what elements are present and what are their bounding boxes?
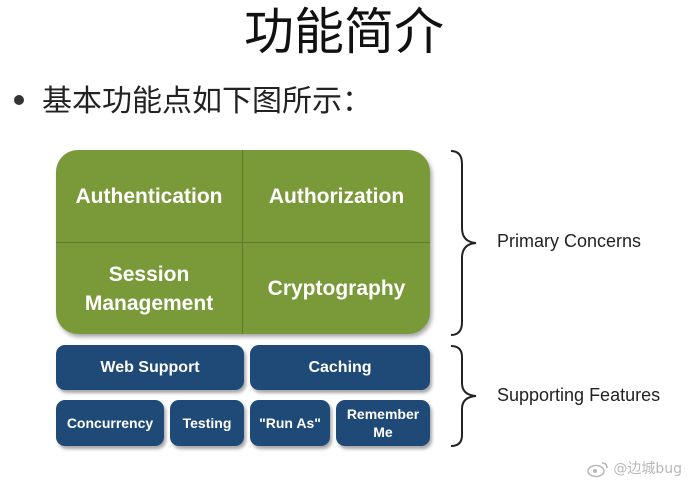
primary-horizontal-divider	[56, 242, 430, 243]
weibo-icon	[587, 462, 609, 478]
authorization-box: Authorization	[268, 184, 405, 208]
bullet-item: 基本功能点如下图所示：	[14, 80, 372, 124]
slide-title: 功能简介	[244, 3, 444, 61]
watermark-text: @边城bug	[613, 461, 682, 477]
supporting-features-label: Supporting Features	[497, 385, 661, 405]
supporting-features-brace-icon	[450, 345, 477, 447]
session-management-box: Session Management	[84, 262, 214, 315]
authentication-box: Authentication	[75, 184, 223, 208]
web-support-box: Web Support	[56, 345, 244, 390]
caching-box: Caching	[250, 345, 430, 390]
watermark: @边城bug	[587, 458, 682, 478]
cryptography-box: Cryptography	[267, 277, 406, 300]
primary-concerns-block: Authentication Authorization Session Man…	[56, 150, 430, 334]
concurrency-box: Concurrency	[56, 400, 164, 446]
bullet-dot-icon	[14, 94, 24, 105]
bullet-text: 基本功能点如下图所示：	[42, 84, 372, 119]
testing-box: Testing	[170, 400, 244, 446]
remember-me-box: Remember Me	[336, 400, 430, 446]
primary-concerns-brace-icon	[450, 150, 477, 336]
primary-concerns-label: Primary Concerns	[497, 231, 642, 251]
run-as-box: "Run As"	[250, 400, 330, 446]
